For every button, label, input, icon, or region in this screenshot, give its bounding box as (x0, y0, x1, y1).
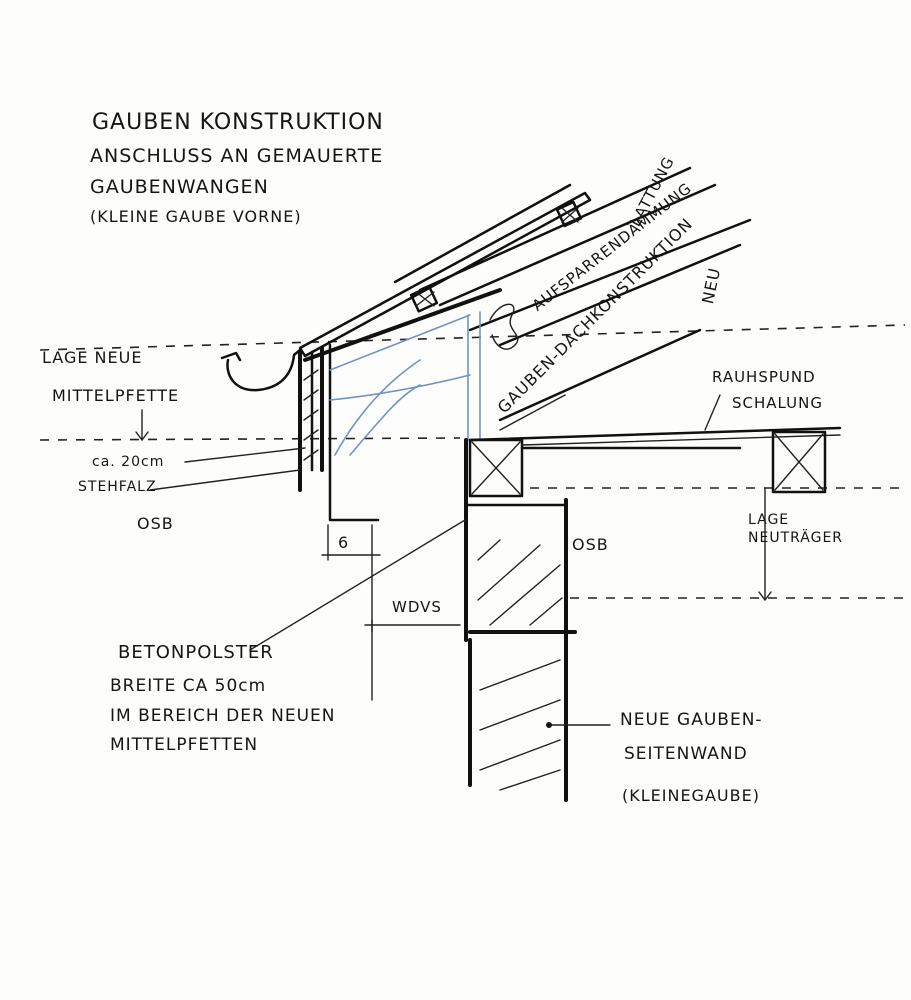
neutraeger-x (774, 433, 824, 491)
title-line-1: GAUBEN KONSTRUKTION (92, 110, 384, 135)
seitenwand-label-2: SEITENWAND (624, 744, 748, 764)
rafter-line-1 (468, 218, 752, 332)
schalung-line (468, 426, 842, 442)
lower-datum-line-left (39, 437, 461, 441)
daemmung-line (438, 183, 717, 307)
neutraeger-dim-arrow (758, 591, 772, 602)
title-line-4: (KLEINE GAUBE VORNE) (90, 207, 302, 226)
pfette-dimension-arrow (135, 431, 149, 442)
blue-insulation-curve (334, 359, 421, 456)
betonpolster-label-4: MITTELPFETTEN (110, 735, 259, 755)
neutraeger-box (771, 430, 827, 494)
rauhspund-label-2: SCHALUNG (732, 394, 823, 412)
rauhspund-label-1: RAUHSPUND (712, 368, 816, 386)
osb-left-label: OSB (137, 514, 174, 533)
seitenwand-label-1: NEUE GAUBEN- (620, 710, 763, 730)
upper-datum-line (39, 324, 906, 351)
leader-seitenwand-dot (546, 722, 552, 728)
gutter (226, 348, 302, 392)
leader-stehfalz (149, 469, 301, 491)
batten-box-1 (555, 200, 583, 228)
lage-neutraeger-label-1: LAGE (748, 512, 790, 528)
lage-neue-label-2: MITTELPFETTE (52, 386, 180, 405)
title-line-3: GAUBENWANGEN (90, 176, 269, 198)
blue-insulation-bottom (329, 374, 471, 401)
gauben-roof-lower (498, 328, 702, 422)
leader-betonpolster (249, 519, 466, 651)
insulation-squiggle (489, 303, 519, 350)
ca20-label: ca. 20cm (92, 454, 165, 470)
lage-neue-label-1: LAGE NEUE (42, 348, 143, 367)
blue-insulation-top (329, 314, 471, 371)
betonpolster-label-2: BREITE CA 50cm (110, 676, 267, 696)
lage-neutraeger-label-2: NEUTRÄGER (748, 530, 844, 546)
lattung-line (418, 166, 692, 292)
fascia-hatch (303, 369, 319, 461)
gutter-lip (220, 351, 242, 362)
betonpolster-label-3: IM BEREICH DER NEUEN (110, 706, 336, 726)
roof-covering-upper (298, 191, 592, 358)
osb-hatch (477, 539, 563, 626)
batten-box-2 (409, 285, 439, 313)
osb-left-board (328, 343, 380, 522)
title-line-2: ANSCHLUSS AN GEMAUERTE (90, 145, 384, 167)
wdvs-label: WDVS (392, 598, 442, 616)
rafter-top-line (303, 288, 502, 362)
leader-ca20 (184, 447, 306, 463)
dim-6-label: 6 (338, 533, 350, 552)
roof-covering-top (393, 183, 572, 284)
masonry-hatch (479, 659, 561, 791)
batten-box-2-x (415, 291, 435, 307)
rafter-line-2 (498, 243, 742, 347)
betonpolster-label-1: BETONPOLSTER (118, 642, 274, 663)
leader-rauhspund (704, 394, 721, 431)
osb-right-label: OSB (572, 535, 609, 554)
wall-beam-x (471, 441, 521, 495)
batten-box-1-x (561, 207, 579, 223)
stehfalz-label: STEHFALZ (78, 479, 157, 495)
seitenwand-label-3: (KLEINEGAUBE) (622, 786, 760, 805)
leader-gauben-dach (499, 394, 566, 431)
blue-insulation-curve-2 (349, 384, 421, 456)
schalung-line-2 (521, 434, 841, 446)
